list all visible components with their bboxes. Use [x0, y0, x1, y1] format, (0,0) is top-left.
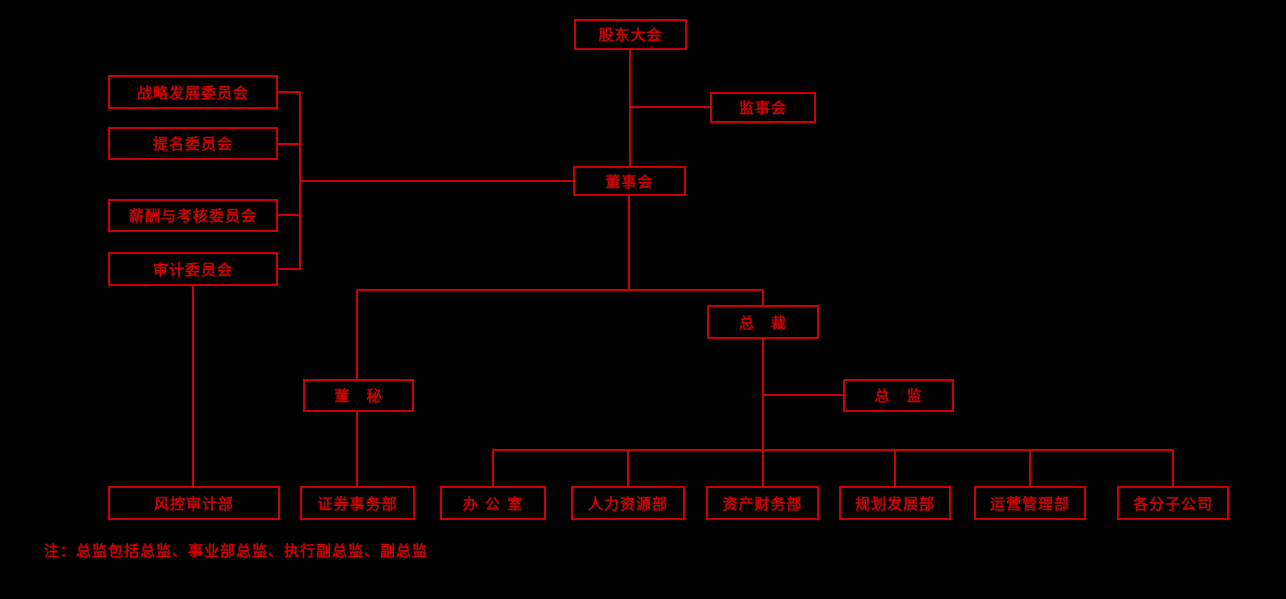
node-president: 总 裁 — [707, 305, 819, 339]
node-remuneration-committee: 薪酬与考核委员会 — [108, 199, 278, 232]
node-supervisory-board: 监事会 — [710, 92, 816, 123]
node-securities-dept: 证券事务部 — [300, 486, 415, 520]
edge-secretary-drop — [356, 289, 358, 379]
node-chief-director: 总 监 — [843, 379, 954, 412]
edge-audit — [278, 268, 300, 270]
node-office: 办 公 室 — [440, 486, 546, 520]
drop-subsidiaries — [1172, 449, 1174, 487]
edge-director — [762, 394, 844, 396]
footnote: 注：总监包括总监、事业部总监、执行副总监、副总监 — [44, 542, 429, 560]
node-shareholders-meeting: 股东大会 — [574, 19, 687, 50]
node-operations-mgmt-dept: 运营管理部 — [974, 486, 1086, 520]
node-nomination-committee: 提名委员会 — [108, 127, 278, 160]
node-planning-dev-dept: 规划发展部 — [839, 486, 951, 520]
node-audit-committee: 审计委员会 — [108, 252, 278, 286]
edge-audit-risk — [192, 286, 194, 487]
node-board-of-directors: 董事会 — [573, 166, 686, 196]
edge-nomination — [278, 143, 300, 145]
edge-board-down — [628, 196, 630, 291]
node-board-secretary: 董 秘 — [303, 379, 414, 412]
node-subsidiaries: 各分子公司 — [1117, 486, 1229, 520]
drop-hr — [627, 449, 629, 487]
drop-planning — [894, 449, 896, 487]
drop-operations — [1029, 449, 1031, 487]
node-hr-dept: 人力资源部 — [571, 486, 685, 520]
edge-president-trunk — [762, 339, 764, 487]
node-risk-audit-dept: 风控审计部 — [108, 486, 280, 520]
edge-supervisory — [630, 106, 710, 108]
edge-remuneration — [278, 214, 300, 216]
node-asset-finance-dept: 资产财务部 — [706, 486, 819, 520]
bottom-trunk-line — [492, 449, 1174, 451]
node-strategy-committee: 战略发展委员会 — [108, 75, 278, 109]
drop-office — [492, 449, 494, 487]
edge-secretary-securities — [356, 412, 358, 487]
edge-president-drop — [762, 289, 764, 306]
edge-shareholders-board — [629, 50, 631, 167]
branch-secretary-president — [356, 289, 764, 291]
edge-committees-board — [299, 180, 574, 182]
edge-strategy — [278, 91, 300, 93]
